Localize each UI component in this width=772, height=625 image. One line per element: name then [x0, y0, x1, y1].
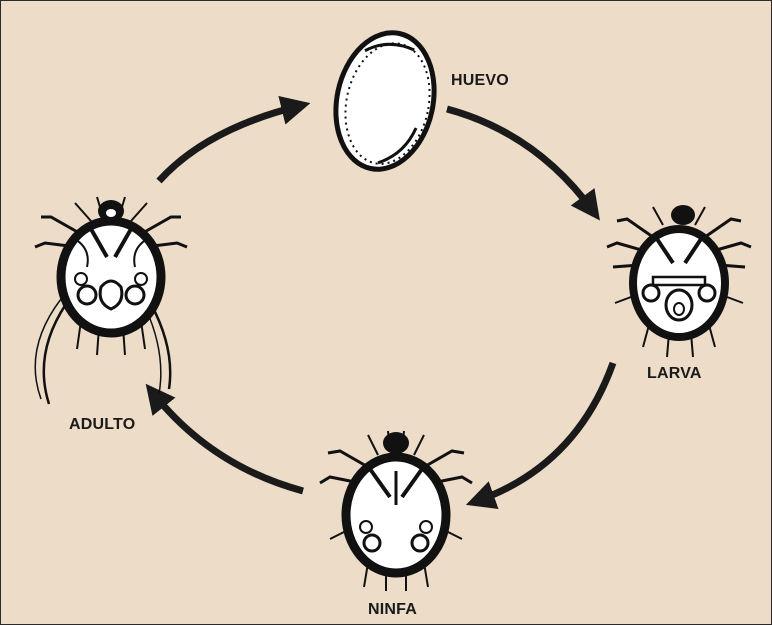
larva-illustration — [607, 205, 751, 357]
arrow-adult-to-egg — [159, 106, 299, 181]
nymph-illustration — [320, 431, 472, 591]
stage-label-adulto: ADULTO — [69, 416, 135, 434]
stage-label-larva: LARVA — [647, 365, 702, 383]
egg-illustration — [324, 24, 447, 179]
stage-label-huevo: HUEVO — [451, 72, 509, 90]
arrow-larva-to-nymph — [477, 363, 613, 501]
arrow-egg-to-larva — [447, 109, 593, 211]
arrow-nymph-to-adult — [153, 393, 303, 491]
stage-label-ninfa: NINFA — [368, 601, 417, 619]
adult-mite-illustration — [35, 197, 187, 404]
